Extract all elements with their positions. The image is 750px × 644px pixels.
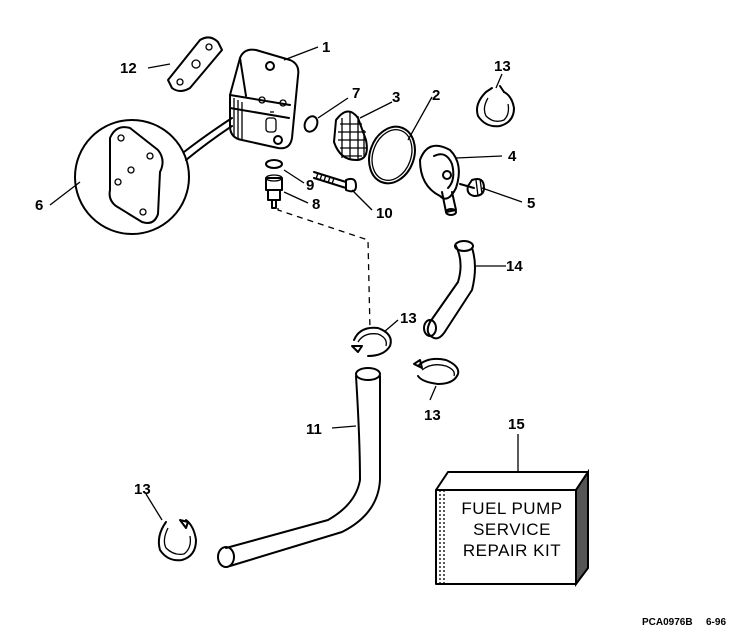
part-2-o-ring-large — [368, 125, 416, 185]
callout-14: 14 — [506, 258, 523, 275]
callout-13-bottom: 13 — [134, 481, 151, 498]
dashed-routing-line — [277, 208, 371, 331]
part-9-o-ring — [265, 159, 283, 169]
callout-13-top: 13 — [494, 58, 511, 75]
callout-13-right: 13 — [424, 407, 441, 424]
callout-5: 5 — [527, 195, 535, 212]
part-3-screen — [333, 110, 368, 161]
kit-label-line-2: SERVICE — [473, 520, 551, 539]
callout-10: 10 — [376, 205, 393, 222]
callout-8: 8 — [312, 196, 320, 213]
part-14-hose — [423, 240, 476, 340]
callout-12: 12 — [120, 60, 137, 77]
kit-label-line-3: REPAIR KIT — [463, 541, 561, 560]
callout-6: 6 — [35, 197, 43, 214]
date-code: 6-96 — [706, 617, 726, 628]
part-15-repair-kit-box: FUEL PUMP SERVICE REPAIR KIT — [435, 468, 589, 587]
part-8-fitting — [265, 174, 283, 209]
callout-1: 1 — [322, 39, 330, 56]
leader-lines — [49, 46, 523, 521]
callout-11: 11 — [306, 421, 322, 438]
part-10-screw — [313, 171, 357, 193]
callout-7: 7 — [352, 85, 360, 102]
part-13-clamp-top — [476, 85, 515, 128]
callout-4: 4 — [508, 148, 517, 165]
part-13-clamp-right — [413, 357, 460, 385]
part-5-screw — [459, 178, 485, 197]
part-7-o-ring — [303, 115, 319, 133]
callout-2: 2 — [432, 87, 440, 104]
part-13-clamp-center — [351, 326, 392, 357]
callout-13-center: 13 — [400, 310, 417, 327]
part-11-hose — [217, 367, 382, 568]
callout-15: 15 — [508, 416, 525, 433]
part-6-detail-gasket — [74, 117, 233, 235]
callout-3: 3 — [392, 89, 400, 106]
part-code: PCA0976B — [642, 617, 693, 628]
callout-numbers: 1 2 3 4 5 6 7 8 9 10 11 12 13 13 13 13 1… — [35, 39, 535, 498]
part-4-pump-cover — [419, 144, 460, 216]
callout-9: 9 — [306, 177, 314, 194]
kit-label-line-1: FUEL PUMP — [461, 499, 562, 518]
part-1-fuel-pump-body — [229, 48, 300, 150]
part-13-clamp-bottom — [157, 519, 197, 562]
part-12-gasket-plate — [167, 36, 223, 92]
